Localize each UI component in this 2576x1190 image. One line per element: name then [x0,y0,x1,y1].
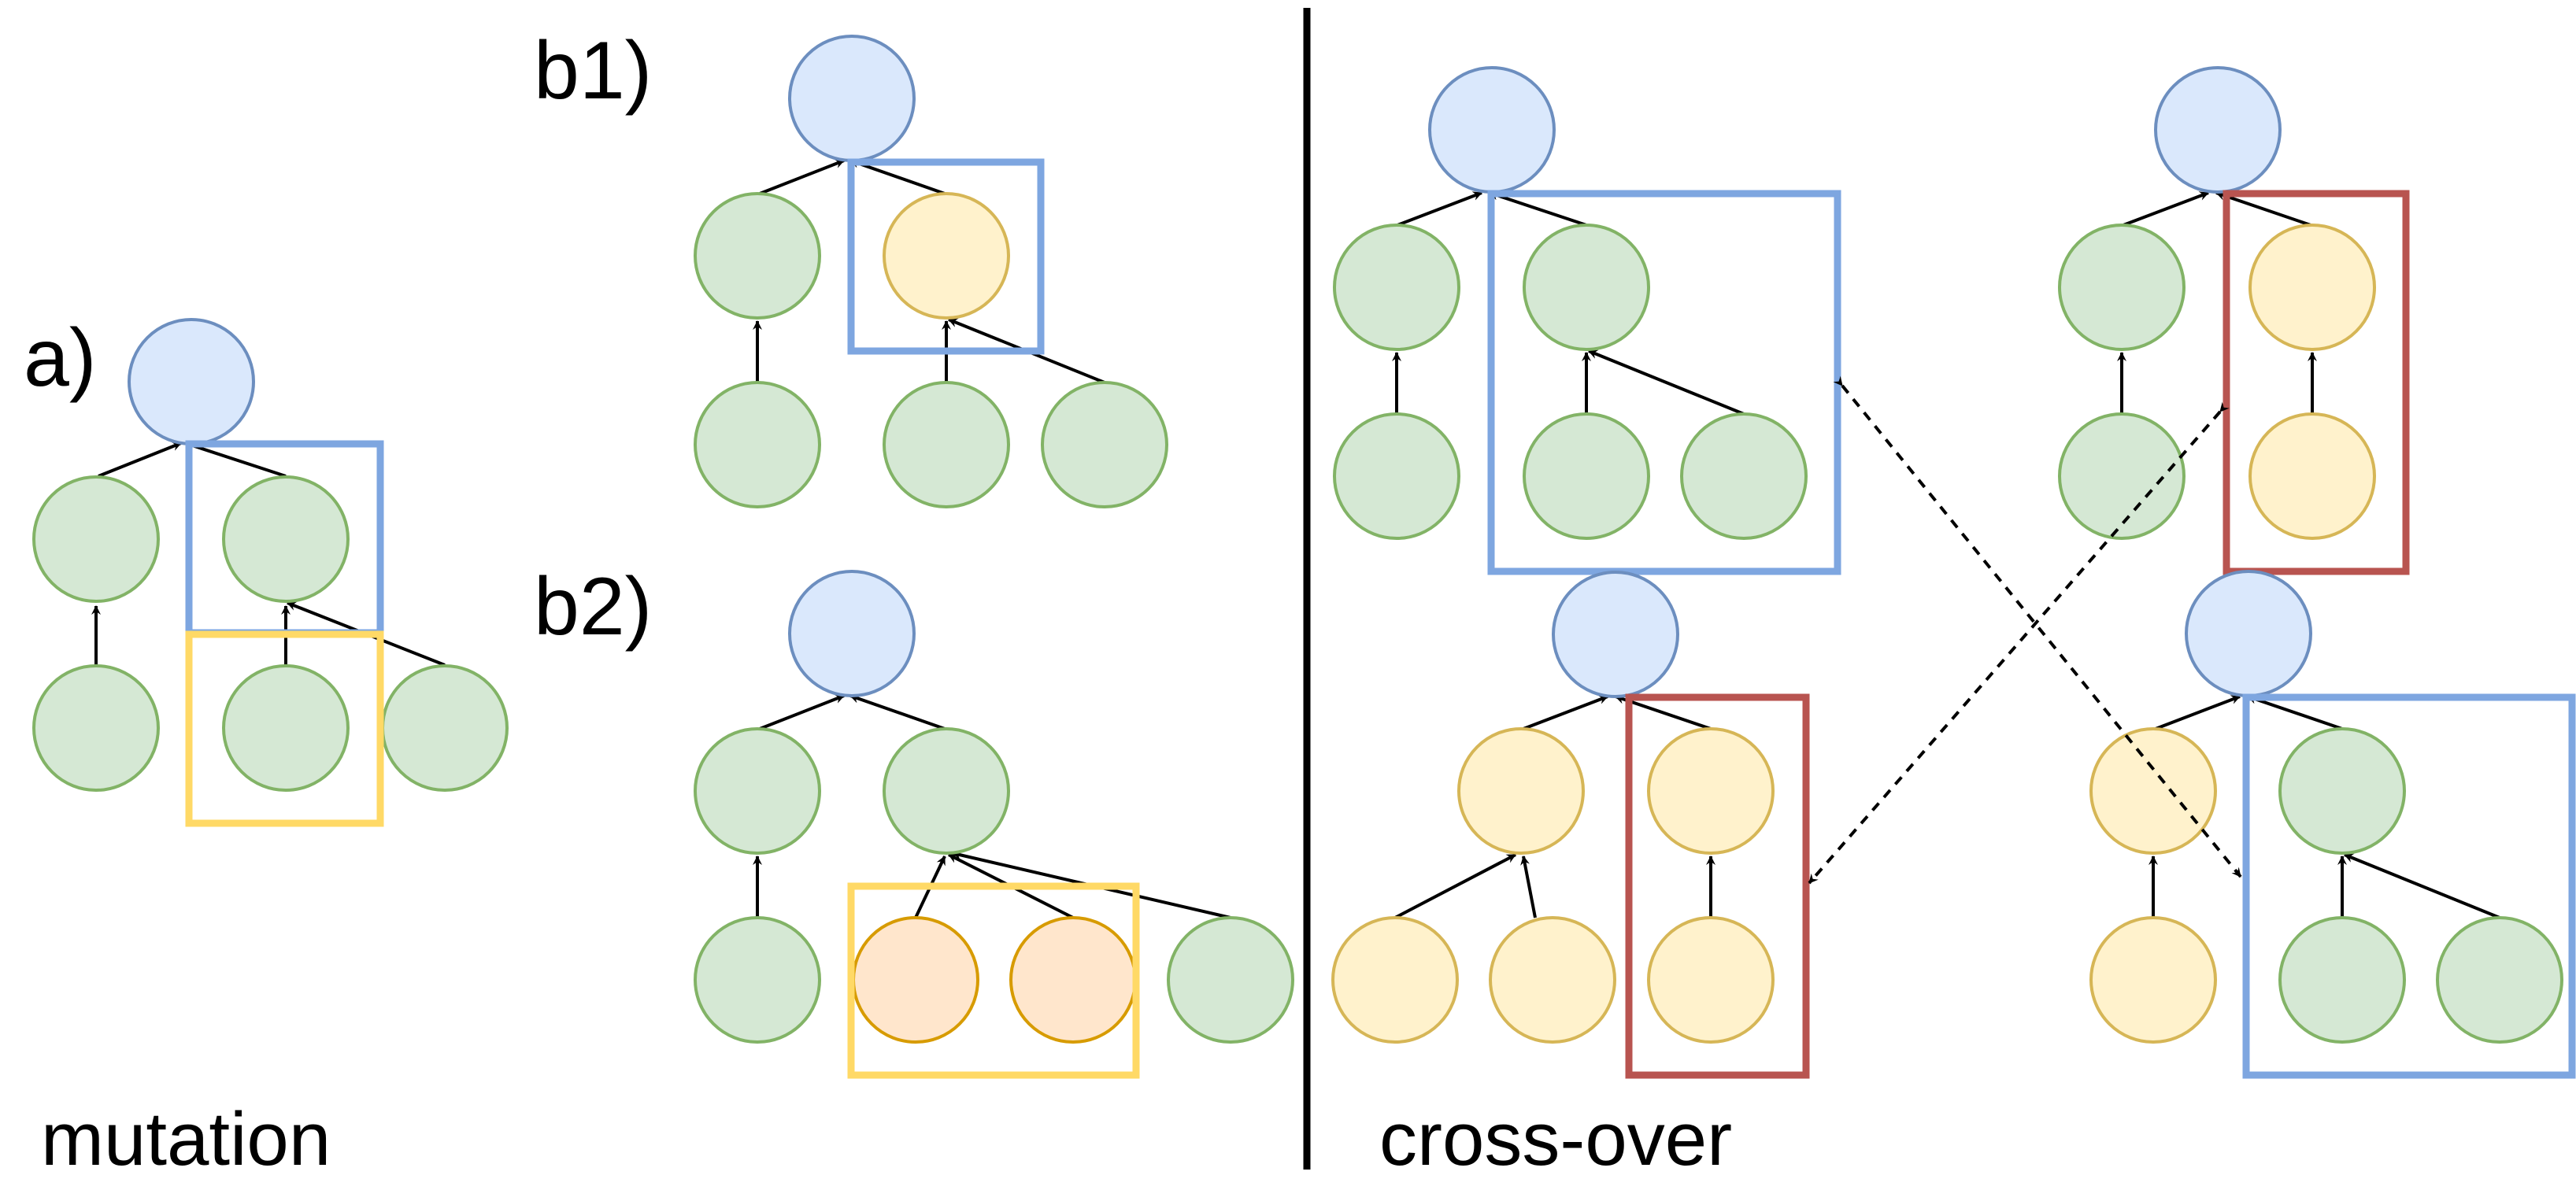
label-mutation: mutation [41,1097,331,1181]
tree-b1 [694,35,1168,508]
node [694,727,821,855]
node [1457,727,1585,855]
node-inserted [852,916,979,1044]
node [1041,381,1168,508]
label-b2: b2) [534,561,652,652]
selection-box-yellow [847,882,1140,1079]
tree-b2 [694,570,1294,1079]
node [2278,727,2406,855]
node [2436,916,2563,1044]
node [222,475,350,603]
node [1647,727,1775,855]
node [1331,916,1459,1044]
node [1167,916,1294,1044]
label-a: a) [24,312,96,404]
node-root [788,35,916,162]
selection-box-yellow [185,630,384,827]
node [1523,224,1650,351]
tree-a [32,318,509,827]
node [883,727,1010,855]
node-root [2154,66,2282,194]
swap-arrow-red [1808,401,2230,885]
node [32,664,160,792]
node [1333,412,1460,540]
selection-box-blue [847,158,1045,355]
node [2089,916,2217,1044]
node [1523,412,1650,540]
label-b1: b1) [534,25,652,116]
node-root [788,570,916,697]
node [222,664,350,792]
selection-box-red [1625,693,1810,1079]
node-root [128,318,255,445]
node-root [2185,570,2312,697]
node [32,475,160,603]
node [1647,916,1775,1044]
node-mutated [883,192,1010,320]
node [381,664,509,792]
node [883,381,1010,508]
node [2058,412,2186,540]
node [2248,224,2376,351]
node-inserted [1009,916,1137,1044]
node [694,381,821,508]
node [694,192,821,320]
crossover-child-1 [1331,571,1810,1079]
node [2278,916,2406,1044]
selection-box-blue [2242,693,2576,1079]
node [2058,224,2186,351]
swap-arrows [1808,375,2242,885]
node-root [1552,571,1679,698]
node-root [1428,66,1556,194]
label-crossover: cross-over [1379,1097,1732,1181]
node [694,916,821,1044]
node [2089,727,2217,855]
crossover-parent-1 [1333,66,1841,575]
crossover-parent-2 [2058,66,2410,575]
crossover-child-2 [2089,570,2576,1079]
node [1489,916,1616,1044]
node [2248,412,2376,540]
node [1333,224,1460,351]
node [1680,412,1808,540]
